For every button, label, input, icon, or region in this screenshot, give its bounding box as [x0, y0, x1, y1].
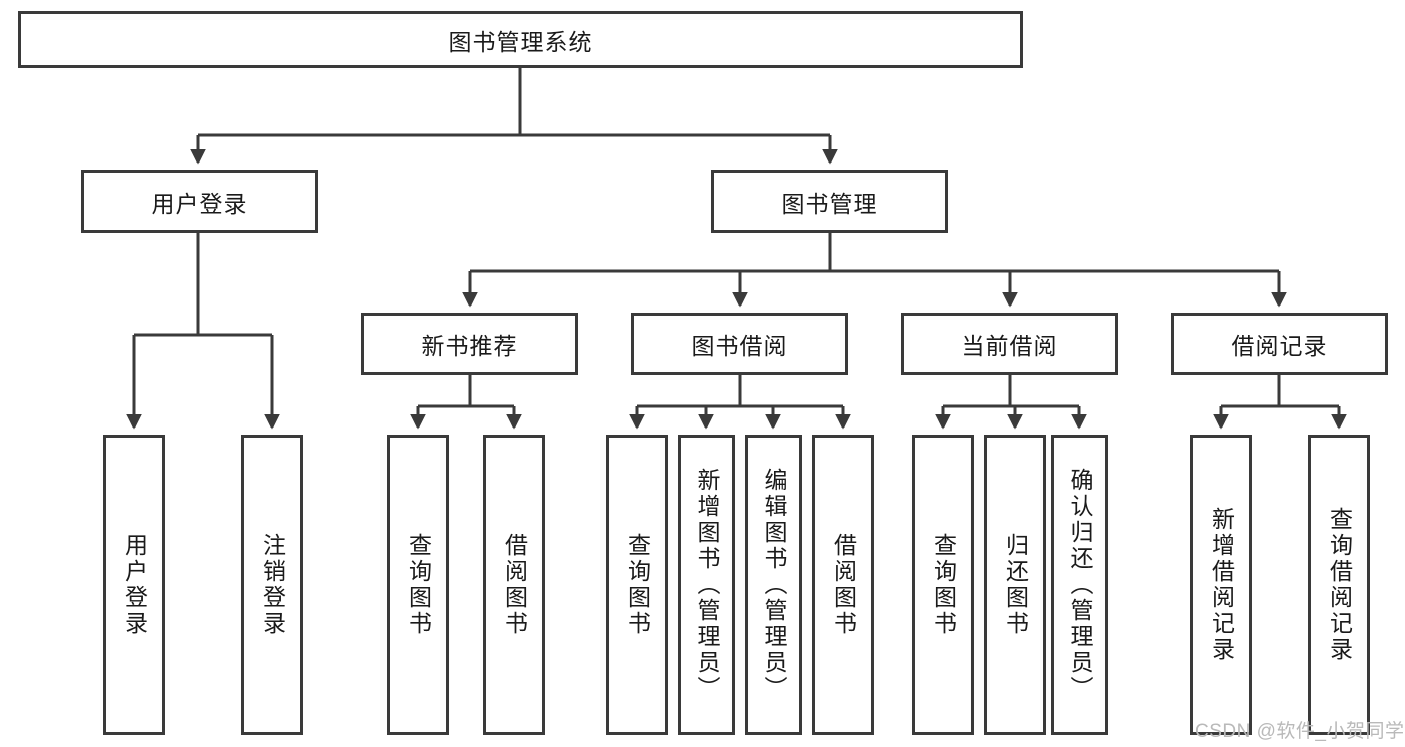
- leaf-label: 注销登录: [259, 533, 286, 637]
- leaf-user-login[interactable]: 用户登录: [103, 435, 165, 735]
- csdn-watermark: CSDN @软件_小贺同学: [1195, 721, 1405, 742]
- leaf-label: 新增借阅记录: [1208, 507, 1235, 663]
- leaf-label: 查询图书: [405, 533, 432, 637]
- node-current-borrow[interactable]: 当前借阅: [901, 313, 1118, 375]
- node-book-borrow[interactable]: 图书借阅: [631, 313, 848, 375]
- leaf-label: 借阅图书: [830, 533, 857, 637]
- node-book-management[interactable]: 图书管理: [711, 170, 948, 233]
- leaf-query-book-recommend[interactable]: 查询图书: [387, 435, 449, 735]
- node-root-system[interactable]: 图书管理系统: [18, 11, 1023, 68]
- leaf-query-book-current[interactable]: 查询图书: [912, 435, 974, 735]
- leaf-label: 查询图书: [930, 533, 957, 637]
- leaf-return-book[interactable]: 归还图书: [984, 435, 1046, 735]
- leaf-label: 确认归还（管理员）: [1067, 468, 1093, 702]
- node-user-login[interactable]: 用户登录: [81, 170, 318, 233]
- leaf-logout[interactable]: 注销登录: [241, 435, 303, 735]
- node-borrow-record[interactable]: 借阅记录: [1171, 313, 1388, 375]
- leaf-label: 归还图书: [1002, 533, 1029, 637]
- leaf-add-borrow-record[interactable]: 新增借阅记录: [1190, 435, 1252, 735]
- leaf-borrow-book-recommend[interactable]: 借阅图书: [483, 435, 545, 735]
- leaf-label: 查询借阅记录: [1326, 507, 1353, 663]
- leaf-label: 借阅图书: [501, 533, 528, 637]
- leaf-label: 用户登录: [121, 533, 148, 637]
- leaf-borrow-book[interactable]: 借阅图书: [812, 435, 874, 735]
- leaf-label: 新增图书（管理员）: [694, 468, 720, 702]
- leaf-add-book-admin[interactable]: 新增图书（管理员）: [678, 435, 735, 735]
- leaf-query-borrow-record[interactable]: 查询借阅记录: [1308, 435, 1370, 735]
- leaf-edit-book-admin[interactable]: 编辑图书（管理员）: [745, 435, 802, 735]
- leaf-confirm-return-admin[interactable]: 确认归还（管理员）: [1051, 435, 1108, 735]
- leaf-label: 查询图书: [624, 533, 651, 637]
- leaf-label: 编辑图书（管理员）: [761, 468, 787, 702]
- node-new-book-recommend[interactable]: 新书推荐: [361, 313, 578, 375]
- leaf-query-book-borrow[interactable]: 查询图书: [606, 435, 668, 735]
